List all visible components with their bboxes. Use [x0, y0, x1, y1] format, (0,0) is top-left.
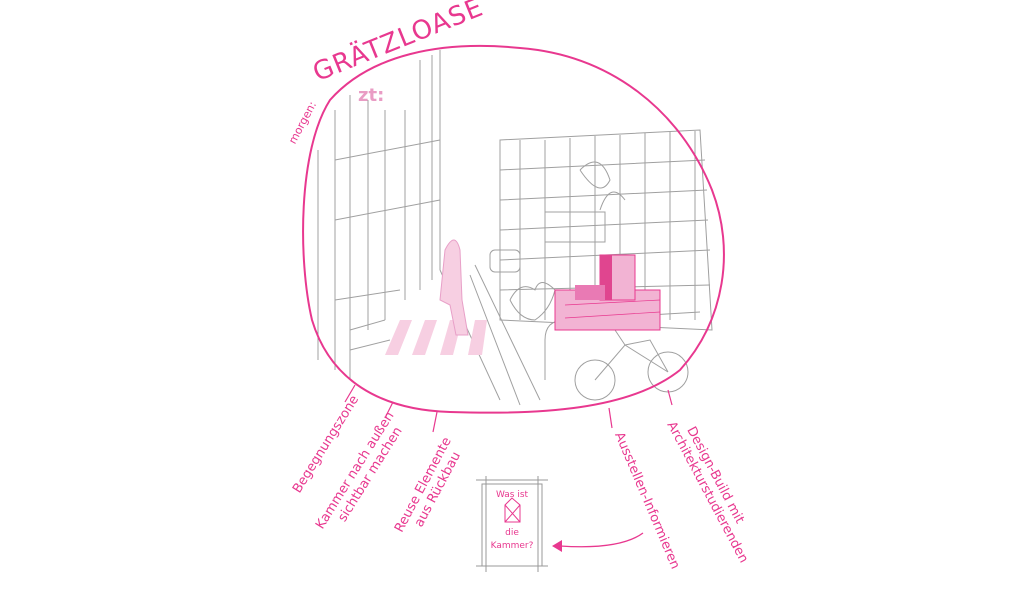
- oasis-outline: [302, 45, 725, 414]
- person-figure: [439, 239, 469, 336]
- arrow-line: [559, 532, 644, 548]
- arrow-head-icon: [552, 540, 562, 552]
- poster-line-3: Kammer?: [490, 541, 534, 551]
- pink-installation: [554, 254, 661, 331]
- poster-frame: [476, 476, 548, 572]
- zt-sign-logo: zt:: [358, 85, 385, 106]
- leader-lines: [344, 384, 673, 433]
- poster-line-1: Was ist: [495, 490, 529, 500]
- crosswalk: [385, 320, 487, 355]
- poster-line-2: die: [505, 528, 519, 538]
